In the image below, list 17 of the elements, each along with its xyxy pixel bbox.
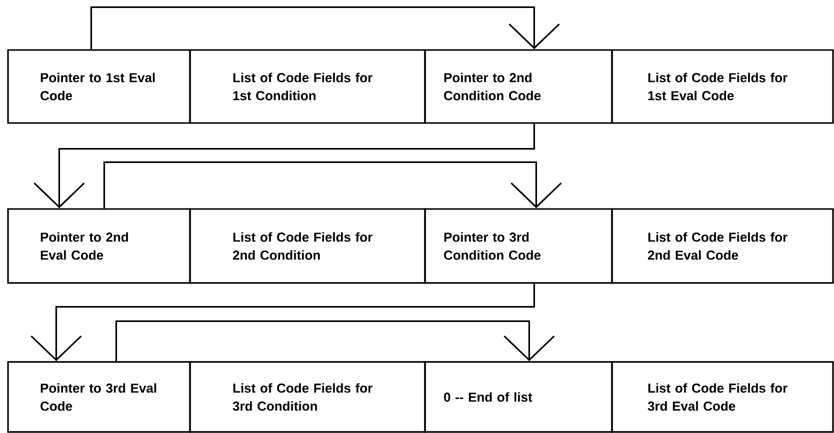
- field-cell: List of Code Fields for 1st Eval Code: [611, 49, 834, 124]
- field-cell: 0 -- End of list: [424, 361, 613, 433]
- arrow: [103, 161, 562, 208]
- arrow: [30, 284, 535, 362]
- field-cell: Pointer to 2nd Condition Code: [424, 49, 613, 124]
- field-cell: Pointer to 3rd Eval Code: [7, 361, 191, 433]
- arrow: [34, 124, 535, 208]
- arrow: [90, 6, 560, 50]
- arrow: [115, 320, 555, 362]
- field-cell: Pointer to 3rd Condition Code: [424, 208, 613, 284]
- field-cell: List of Code Fields for 1st Condition: [189, 49, 426, 124]
- field-cell: Pointer to 2nd Eval Code: [7, 208, 191, 284]
- field-cell: Pointer to 1st Eval Code: [7, 49, 191, 124]
- field-cell: List of Code Fields for 3rd Condition: [189, 361, 426, 433]
- field-cell: List of Code Fields for 3rd Eval Code: [611, 361, 834, 433]
- field-cell: List of Code Fields for 2nd Condition: [189, 208, 426, 284]
- field-cell: List of Code Fields for 2nd Eval Code: [611, 208, 834, 284]
